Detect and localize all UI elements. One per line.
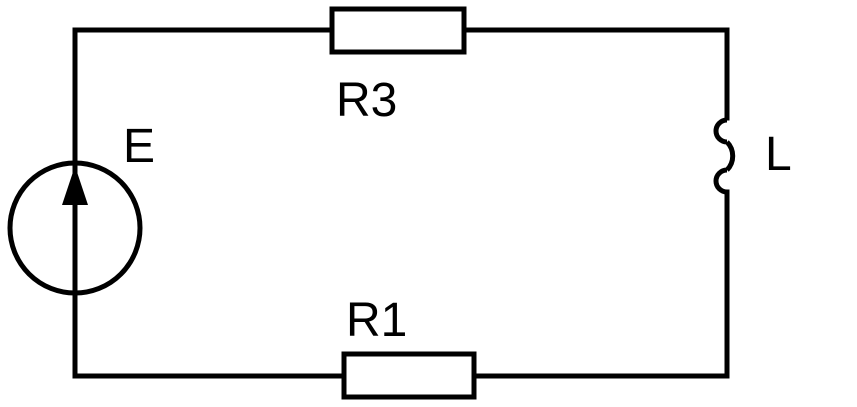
label-e: E (123, 120, 155, 173)
arrow-up-icon (62, 166, 88, 205)
label-r3: R3 (336, 74, 397, 127)
label-l: L (765, 128, 792, 181)
voltage-source-e (7, 160, 143, 296)
wires (72, 27, 730, 379)
resistor-r3 (329, 6, 467, 55)
resistor-r1 (341, 351, 477, 400)
inductor-l (713, 117, 736, 195)
coil-icon (713, 117, 736, 195)
label-r1: R1 (346, 294, 407, 347)
